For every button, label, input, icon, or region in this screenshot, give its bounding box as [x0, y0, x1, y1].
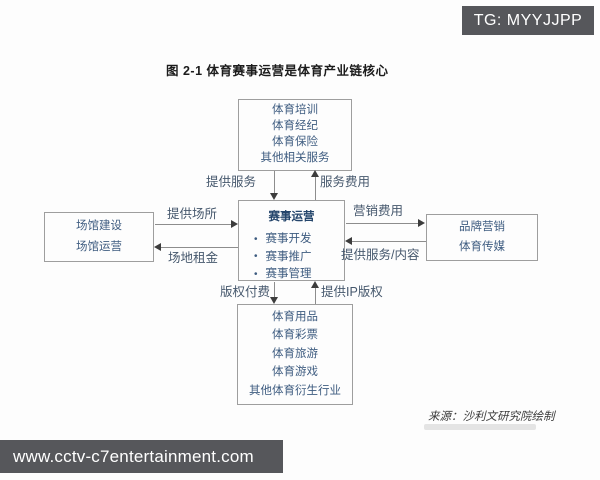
footer-url-text: www.cctv-c7entertainment.com: [13, 446, 254, 466]
bullet-item-label: 赛事管理: [265, 268, 312, 280]
box-marketing-media: 品牌营销 体育传媒: [426, 214, 538, 261]
box-item: 场馆建设: [76, 219, 122, 232]
arrow-right-icon: [231, 220, 238, 228]
bullet-item-label: 赛事开发: [265, 233, 312, 245]
bullet-icon: •: [254, 251, 258, 263]
arrow-down-icon: [270, 193, 278, 200]
center-box-title: 赛事运营: [268, 211, 315, 223]
connector-line: [274, 282, 275, 299]
box-item: 体育传媒: [459, 240, 505, 253]
connector-line: [346, 223, 419, 224]
box-item: 场馆运营: [76, 240, 122, 253]
bullet-icon: •: [254, 268, 258, 280]
connector-line: [274, 171, 275, 196]
bullet-item-label: 赛事推广: [265, 250, 312, 263]
edge-label-provide-services: 提供服务: [206, 175, 257, 189]
watermark-badge: TG: MYYJJPP: [462, 6, 594, 35]
box-item: 其他体育衍生行业: [249, 384, 341, 397]
arrow-right-icon: [418, 219, 425, 227]
arrow-up-icon: [311, 170, 319, 177]
box-item: 品牌营销: [459, 221, 505, 233]
arrow-left-icon: [345, 237, 352, 245]
connector-line: [155, 224, 233, 225]
box-derived-industries: 体育用品 体育彩票 体育旅游 体育游戏 其他体育衍生行业: [237, 304, 353, 405]
edge-label-marketing-fee: 营销费用: [353, 204, 404, 218]
box-venues: 场馆建设 场馆运营: [44, 212, 154, 262]
arrow-down-icon: [270, 297, 278, 304]
bullet-item: • 赛事推广: [239, 250, 344, 264]
arrow-left-icon: [154, 243, 161, 251]
box-item: 体育培训: [272, 104, 318, 117]
edge-label-provide-services-content: 提供服务/内容: [341, 248, 420, 262]
box-item: 体育游戏: [272, 366, 318, 379]
edge-label-provide-venue: 提供场所: [167, 207, 218, 221]
box-item: 其他相关服务: [260, 152, 330, 165]
edge-label-service-fee: 服务费用: [320, 175, 371, 189]
box-item: 体育彩票: [272, 329, 318, 342]
box-event-operation: 赛事运营 • 赛事开发 • 赛事推广 • 赛事管理: [238, 200, 345, 281]
source-note: 来源：沙利文研究院绘制: [428, 411, 555, 423]
figure-title: 图 2-1 体育赛事运营是体育产业链核心: [166, 64, 389, 78]
bullet-item: • 赛事管理: [239, 268, 344, 281]
connector-line: [315, 177, 316, 200]
edge-label-copyright-payment: 版权付费: [220, 285, 271, 299]
edge-label-provide-ip-rights: 提供IP版权: [321, 285, 383, 299]
box-related-services: 体育培训 体育经纪 体育保险 其他相关服务: [238, 99, 352, 171]
box-item: 体育旅游: [272, 347, 318, 360]
bullet-icon: •: [254, 233, 258, 245]
footer-url-bar: www.cctv-c7entertainment.com: [0, 440, 283, 473]
edge-label-venue-rent: 场地租金: [168, 251, 219, 265]
source-highlight-smudge: [424, 424, 536, 430]
box-item: 体育用品: [272, 310, 318, 323]
connector-line: [315, 288, 316, 304]
connector-line: [352, 241, 426, 242]
connector-line: [161, 247, 238, 248]
bullet-item: • 赛事开发: [239, 233, 344, 246]
arrow-up-icon: [311, 281, 319, 288]
box-item: 体育经纪: [272, 120, 318, 133]
box-item: 体育保险: [272, 136, 318, 149]
